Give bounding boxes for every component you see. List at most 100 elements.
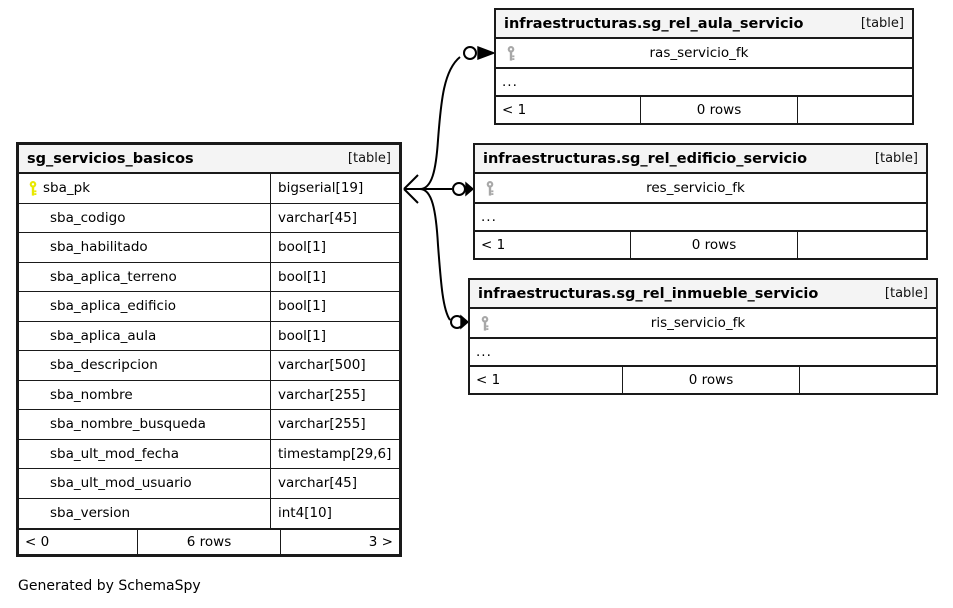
crowsfoot-aula xyxy=(477,45,496,61)
footer-row-count: 6 rows xyxy=(137,530,281,554)
footer-prev-count[interactable]: < 1 xyxy=(502,102,527,118)
footer-row-count: 0 rows xyxy=(622,367,800,393)
column-type-cell: varchar[500] xyxy=(271,351,399,380)
table-title: infraestructuras.sg_rel_aula_servicio xyxy=(504,15,804,32)
footer-row-count: 0 rows xyxy=(640,97,798,123)
column-name-cell: sba_aplica_terreno xyxy=(19,262,271,291)
column-type-cell: bool[1] xyxy=(271,322,399,351)
column-type: varchar[45] xyxy=(278,475,358,492)
more-columns-indicator[interactable]: ... xyxy=(496,69,912,97)
table-row[interactable]: sba_habilitado bool[1] xyxy=(19,233,399,263)
table-row[interactable]: sba_descripcion varchar[500] xyxy=(19,351,399,381)
more-columns-indicator[interactable]: ... xyxy=(470,339,936,367)
footer-next-count[interactable]: 3 > xyxy=(368,534,393,550)
footer-next-count[interactable] xyxy=(798,97,912,123)
column-name-cell: sba_aplica_edificio xyxy=(19,292,271,321)
table-row[interactable]: sba_codigo varchar[45] xyxy=(19,203,399,233)
table-header: infraestructuras.sg_rel_inmueble_servici… xyxy=(470,280,936,309)
column-type-cell: bigserial[19] xyxy=(271,174,399,203)
column-name: sba_nombre xyxy=(50,386,133,403)
table-type-tag: [table] xyxy=(347,151,391,166)
footer-next-count[interactable] xyxy=(800,367,936,393)
footer-prev-count[interactable]: < 1 xyxy=(481,237,506,253)
column-type: bool[1] xyxy=(278,268,326,285)
table-sg-rel-inmueble-servicio[interactable]: infraestructuras.sg_rel_inmueble_servici… xyxy=(468,278,938,395)
cardinality-zero-inmueble xyxy=(450,315,464,329)
column-name: sba_ult_mod_usuario xyxy=(50,475,192,492)
column-type: varchar[500] xyxy=(278,357,366,374)
footer-row-count: 0 rows xyxy=(630,232,798,258)
column-name: sba_aplica_terreno xyxy=(50,268,177,285)
table-row[interactable]: sba_aplica_aula bool[1] xyxy=(19,321,399,351)
column-type-cell: varchar[255] xyxy=(271,410,399,439)
column-type-cell: varchar[45] xyxy=(271,204,399,233)
foreign-key-icon xyxy=(479,316,491,331)
crowsfoot-inmueble xyxy=(460,314,470,330)
table-title: sg_servicios_basicos xyxy=(27,150,194,167)
table-type-tag: [table] xyxy=(860,16,904,31)
table-title: infraestructuras.sg_rel_edificio_servici… xyxy=(483,150,808,167)
column-name-cell: sba_codigo xyxy=(19,203,271,232)
footer-next-count[interactable] xyxy=(798,232,926,258)
table-row[interactable]: sba_ult_mod_fecha timestamp[29,6] xyxy=(19,439,399,469)
table-row[interactable]: sba_aplica_terreno bool[1] xyxy=(19,262,399,292)
column-name: sba_nombre_busqueda xyxy=(50,416,206,433)
column-type-cell: timestamp[29,6] xyxy=(271,440,399,469)
table-row[interactable]: sba_nombre_busqueda varchar[255] xyxy=(19,410,399,440)
column-type-cell: varchar[45] xyxy=(271,469,399,498)
column-type-cell: bool[1] xyxy=(271,233,399,262)
table-row[interactable]: sba_version int4[10] xyxy=(19,498,399,528)
cardinality-zero-aula xyxy=(463,46,477,60)
table-row[interactable]: sba_ult_mod_usuario varchar[45] xyxy=(19,469,399,499)
column-type-cell: varchar[255] xyxy=(271,381,399,410)
table-header: infraestructuras.sg_rel_aula_servicio [t… xyxy=(496,10,912,39)
generated-by-credit: Generated by SchemaSpy xyxy=(18,578,201,594)
column-name: sba_ult_mod_fecha xyxy=(50,445,180,462)
column-type: int4[10] xyxy=(278,505,332,522)
footer-prev-count[interactable]: < 1 xyxy=(476,372,501,388)
cardinality-zero-edificio xyxy=(452,182,466,196)
table-title: infraestructuras.sg_rel_inmueble_servici… xyxy=(478,285,819,302)
column-type: varchar[255] xyxy=(278,386,366,403)
column-name-cell: sba_nombre xyxy=(19,380,271,409)
column-type: timestamp[29,6] xyxy=(278,445,392,462)
table-sg-rel-aula-servicio[interactable]: infraestructuras.sg_rel_aula_servicio [t… xyxy=(494,8,914,125)
table-footer: < 1 0 rows xyxy=(475,232,926,258)
column-name: sba_codigo xyxy=(50,209,126,226)
table-header: infraestructuras.sg_rel_edificio_servici… xyxy=(475,145,926,174)
table-header: sg_servicios_basicos [table] xyxy=(19,145,399,174)
footer-prev-count[interactable]: < 0 xyxy=(25,534,50,550)
column-type: bool[1] xyxy=(278,327,326,344)
table-sg-rel-edificio-servicio[interactable]: infraestructuras.sg_rel_edificio_servici… xyxy=(473,143,928,260)
table-type-tag: [table] xyxy=(884,286,928,301)
column-name: sba_version xyxy=(50,505,131,522)
table-footer: < 1 0 rows xyxy=(470,367,936,393)
column-name: sba_habilitado xyxy=(50,239,148,256)
crowsfoot-source-fan xyxy=(403,174,419,204)
column-type: bool[1] xyxy=(278,298,326,315)
foreign-key-name: res_servicio_fk xyxy=(646,180,745,196)
foreign-key-name: ris_servicio_fk xyxy=(650,315,746,331)
table-footer: < 1 0 rows xyxy=(496,97,912,123)
column-name-cell: sba_nombre_busqueda xyxy=(19,410,271,439)
more-columns-indicator[interactable]: ... xyxy=(475,204,926,232)
column-name: sba_descripcion xyxy=(50,357,158,374)
column-name-cell: sba_version xyxy=(19,498,271,528)
table-footer: < 0 6 rows 3 > xyxy=(19,528,399,554)
column-name-cell: sba_descripcion xyxy=(19,351,271,380)
table-row[interactable]: sba_nombre varchar[255] xyxy=(19,380,399,410)
connector-line-inmueble xyxy=(404,188,451,321)
foreign-key-row: res_servicio_fk xyxy=(475,174,926,204)
table-row[interactable]: sba_aplica_edificio bool[1] xyxy=(19,292,399,322)
column-type: varchar[45] xyxy=(278,209,358,226)
column-name-cell: sba_habilitado xyxy=(19,233,271,262)
column-name: sba_aplica_aula xyxy=(50,327,157,344)
foreign-key-icon xyxy=(484,181,496,196)
primary-key-icon xyxy=(27,180,39,196)
column-name: sba_aplica_edificio xyxy=(50,298,176,315)
column-name-cell: sba_ult_mod_fecha xyxy=(19,439,271,468)
